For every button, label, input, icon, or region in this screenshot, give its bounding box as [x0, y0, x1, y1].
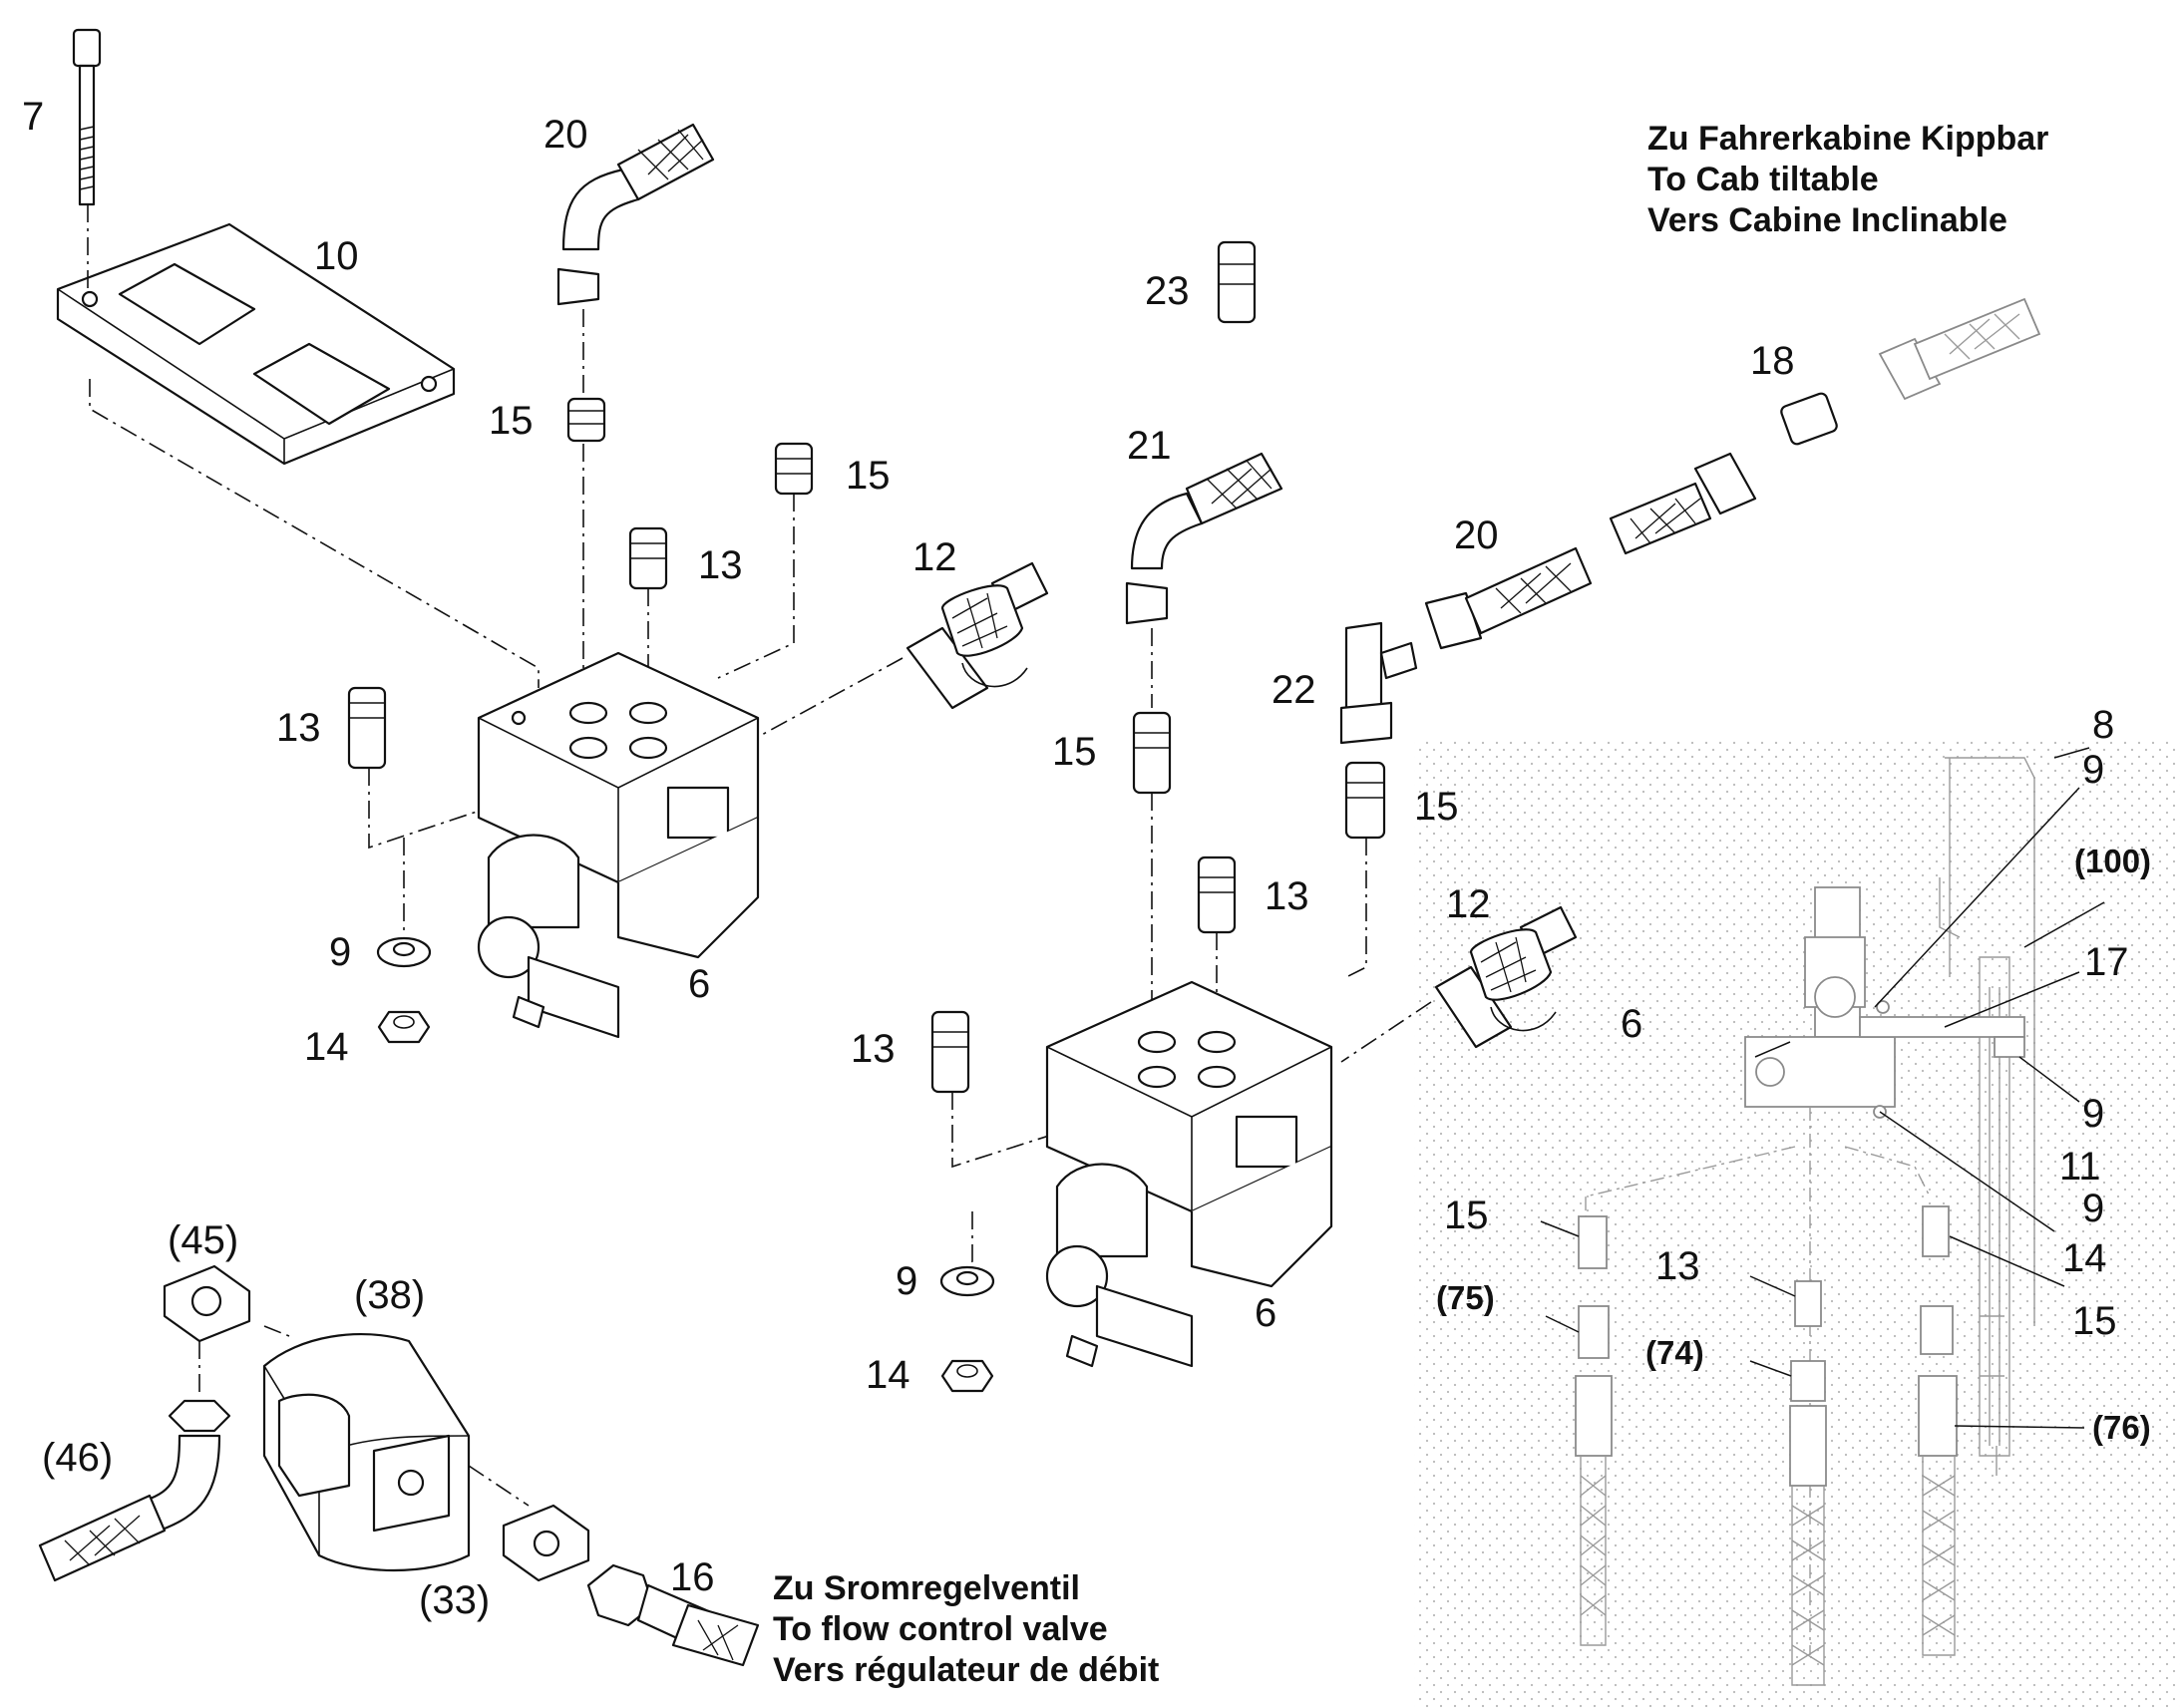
- label-45: (45): [168, 1218, 238, 1262]
- inset-label-15-a: 15: [1444, 1194, 1489, 1237]
- inset-label-14: 14: [2062, 1236, 2107, 1280]
- part-6-valve-block-a: [477, 651, 760, 1039]
- part-15-fitting-a: [566, 397, 606, 443]
- note-cab-line-1: Zu Fahrerkabine Kippbar: [1647, 120, 2048, 158]
- label-13-c: 13: [1265, 874, 1309, 918]
- note-cab-tiltable: Zu Fahrerkabine Kippbar To Cab tiltable …: [1647, 120, 2048, 239]
- label-15-d: 15: [1414, 785, 1459, 829]
- label-7: 7: [22, 95, 44, 139]
- label-13-d: 13: [851, 1027, 896, 1071]
- part-15-fitting-c: [1132, 711, 1172, 795]
- ghost-hose: [1878, 297, 2041, 401]
- part-6-valve-block-b: [1045, 980, 1333, 1368]
- label-6-b: 6: [1255, 1291, 1276, 1335]
- label-12-a: 12: [912, 535, 957, 579]
- label-16: 16: [670, 1555, 715, 1599]
- label-33: (33): [419, 1578, 490, 1622]
- part-22-tee: [1339, 621, 1418, 745]
- label-13-a: 13: [698, 543, 743, 587]
- note-cab-line-3: Vers Cabine Inclinable: [1647, 201, 2007, 239]
- label-22: 22: [1272, 668, 1316, 712]
- part-23-fitting: [1217, 240, 1257, 324]
- part-13-fitting-b: [347, 686, 387, 770]
- inset-label-9-b: 9: [2082, 1092, 2104, 1136]
- note-flow-line-1: Zu Sromregelventil: [773, 1569, 1080, 1607]
- part-9-washer-b: [939, 1265, 995, 1297]
- part-10-gasket: [56, 222, 456, 466]
- part-20-elbow-hose: [556, 123, 715, 306]
- part-33-flange: [502, 1504, 590, 1582]
- inset-label-13: 13: [1655, 1244, 1700, 1288]
- label-46: (46): [42, 1436, 113, 1480]
- part-13-fitting-c: [1197, 855, 1237, 934]
- part-46-elbow-hose: [38, 1399, 231, 1582]
- part-13-fitting-a: [628, 526, 668, 590]
- label-9-a: 9: [329, 930, 351, 974]
- part-38-pump: [262, 1333, 471, 1572]
- installation-inset: [1414, 738, 2180, 1708]
- part-12-plug-b: [1434, 905, 1578, 1049]
- inset-label-15-b: 15: [2072, 1299, 2117, 1343]
- label-14-b: 14: [866, 1353, 910, 1397]
- label-9-b: 9: [896, 1259, 917, 1303]
- part-12-plug-a: [906, 561, 1049, 710]
- label-15-c: 15: [1052, 730, 1097, 774]
- note-cab-line-2: To Cab tiltable: [1647, 161, 1879, 198]
- note-flow-line-2: To flow control valve: [773, 1610, 1108, 1648]
- callout-labels: 7 10 20 15 15 13 12 13 9 6 14 23 21 20 1…: [22, 95, 1795, 1622]
- inset-label-76: (76): [2092, 1409, 2151, 1446]
- inset-label-9-c: 9: [2082, 1187, 2104, 1230]
- label-23: 23: [1145, 269, 1190, 313]
- part-18-fitting: [1780, 392, 1838, 446]
- inset-label-8: 8: [2092, 703, 2114, 747]
- note-flow-line-3: Vers régulateur de débit: [773, 1651, 1159, 1689]
- part-14-nut-b: [940, 1359, 994, 1393]
- label-12-b: 12: [1446, 882, 1491, 926]
- inset-label-74: (74): [1645, 1334, 1704, 1371]
- label-15-a: 15: [489, 399, 534, 443]
- inset-callout-labels: 8 9 (100) 17 6 9 11 9 15 14 13 15 (75) (…: [1436, 703, 2151, 1446]
- label-15-b: 15: [846, 454, 891, 498]
- label-13-b: 13: [276, 706, 321, 750]
- part-14-nut-a: [377, 1010, 431, 1044]
- label-38: (38): [354, 1273, 425, 1317]
- note-flow-control: Zu Sromregelventil To flow control valve…: [773, 1569, 1159, 1689]
- label-10: 10: [314, 234, 359, 278]
- inset-label-9-a: 9: [2082, 748, 2104, 792]
- part-7-bolt: [72, 28, 102, 206]
- label-6-a: 6: [688, 962, 710, 1006]
- part-20-straight-hose: [1424, 452, 1757, 650]
- part-45-flange: [163, 1264, 251, 1343]
- label-14-a: 14: [304, 1025, 349, 1069]
- part-15-fitting-b: [774, 442, 814, 496]
- part-16-hose: [586, 1563, 760, 1667]
- inset-label-6: 6: [1621, 1002, 1642, 1046]
- inset-label-100: (100): [2074, 843, 2151, 879]
- inset-label-17: 17: [2084, 940, 2129, 984]
- part-15-fitting-d: [1344, 761, 1386, 840]
- label-18: 18: [1750, 339, 1795, 383]
- label-21: 21: [1127, 424, 1172, 468]
- part-9-washer-a: [376, 936, 432, 968]
- label-20-straight: 20: [1454, 513, 1499, 557]
- label-20-elbow: 20: [544, 113, 588, 157]
- inset-label-75: (75): [1436, 1279, 1495, 1316]
- inset-label-11: 11: [2059, 1145, 2101, 1189]
- part-21-elbow-hose: [1125, 452, 1283, 625]
- part-13-fitting-d: [930, 1010, 970, 1094]
